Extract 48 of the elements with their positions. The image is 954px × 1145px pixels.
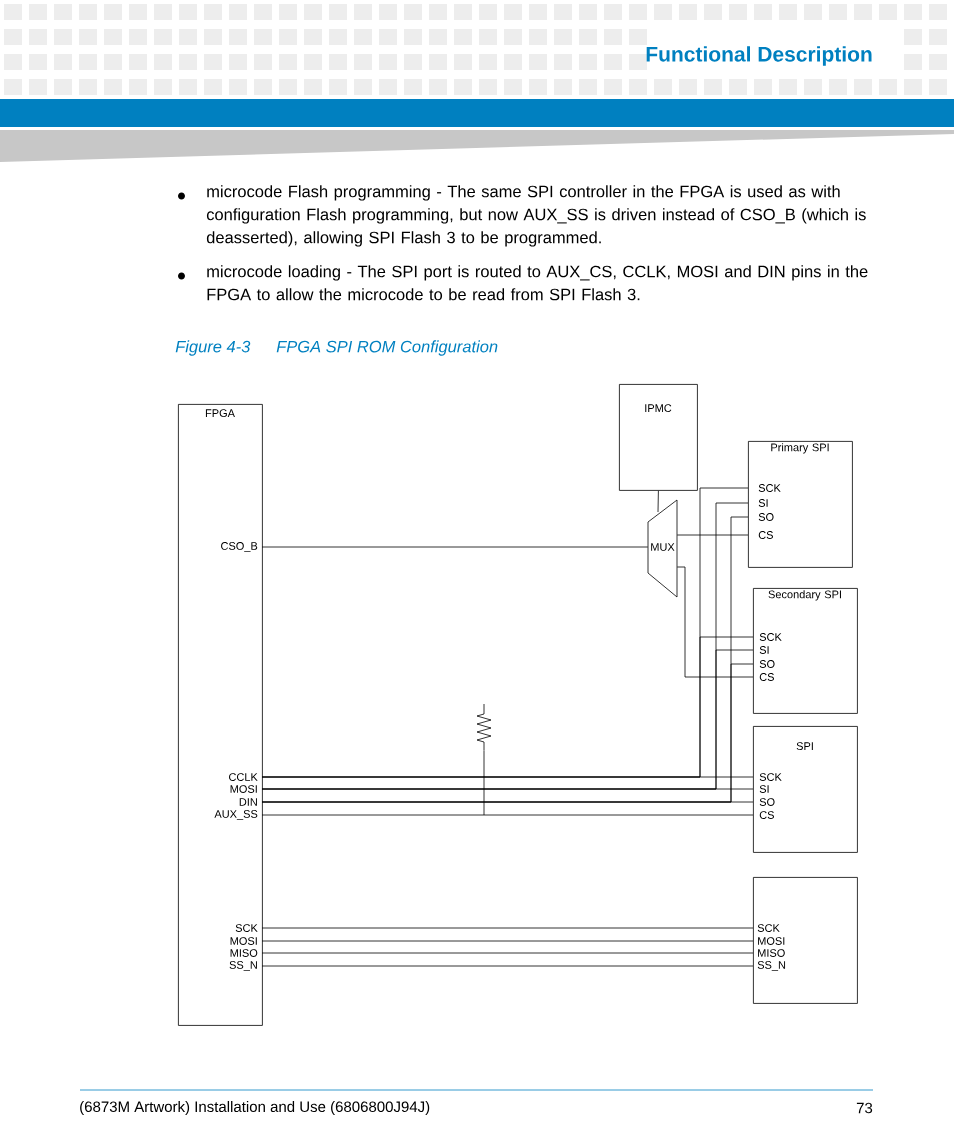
- page-number: 73: [856, 1102, 873, 1114]
- wire: [657, 490, 659, 513]
- pin-label: SO: [759, 660, 775, 668]
- figure-caption: FPGA SPI ROM Configuration: [276, 340, 498, 356]
- pin-label: CS: [759, 673, 774, 681]
- wire: [261, 952, 754, 954]
- pin-label: SCK: [759, 633, 782, 641]
- pin-label: SO: [758, 513, 774, 521]
- wire: [261, 788, 754, 790]
- bullet-text: microcode Flash programming - The same SPI controller in the FPGA is used as with configuration Flash programming, but now AUX_SS is driven instead of CSO_B (which is deasserted), allowing SPI Flash 3 to be programmed.: [206, 185, 866, 247]
- pin-label: SCK: [757, 924, 780, 932]
- wire: [676, 534, 749, 536]
- wire: [261, 801, 754, 803]
- pin-label: CCLK: [229, 773, 258, 781]
- pin-label: SI: [758, 499, 768, 507]
- running-header: Functional Description: [646, 46, 872, 66]
- figure-number: Figure 4-3: [175, 340, 251, 356]
- block-box: [753, 877, 858, 1004]
- pin-label: MOSI: [758, 937, 785, 945]
- wire: [261, 776, 754, 778]
- wire: [261, 546, 649, 548]
- block-box: IPMC: [619, 384, 698, 491]
- bullet-text: microcode loading - The SPI port is routed to AUX_CS, CCLK, MOSI and DIN pins in the FPGA to allow the microcode to be read from SPI Flash 3.: [207, 265, 868, 301]
- wire: [261, 927, 754, 929]
- pin-label: CSO_B: [221, 542, 258, 552]
- wire: [676, 566, 754, 678]
- resistor-symbol: [476, 703, 492, 751]
- wire: [483, 749, 485, 816]
- pin-label: MOSI: [230, 937, 257, 945]
- pin-label: MISO: [758, 949, 785, 957]
- pin-label: CS: [759, 811, 774, 819]
- pin-label: CS: [758, 531, 773, 539]
- pin-label: SCK: [759, 773, 782, 781]
- pin-label: SCK: [235, 924, 258, 932]
- pin-label: SI: [759, 785, 769, 793]
- pin-label: MISO: [230, 949, 258, 957]
- pin-label: DIN: [239, 798, 257, 806]
- pin-label: AUX_SS: [214, 810, 258, 820]
- wire: [261, 814, 754, 816]
- pin-label: SS_N: [229, 961, 257, 971]
- pin-label: SS_N: [757, 961, 786, 971]
- pin-label: SCK: [758, 484, 781, 492]
- wire: [261, 940, 754, 942]
- footer-text: (6873M Artwork) Installation and Use (6806800J94J): [80, 1101, 430, 1115]
- wire: [261, 965, 754, 967]
- pin-label: SI: [759, 646, 769, 654]
- pin-label: MOSI: [230, 785, 257, 793]
- pin-label: SO: [759, 798, 775, 806]
